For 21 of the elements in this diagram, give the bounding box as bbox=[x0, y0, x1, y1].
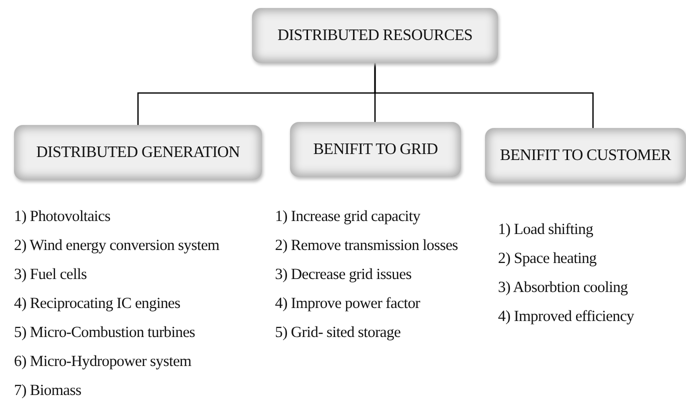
list-item: 1) Load shifting bbox=[498, 220, 594, 240]
list-item: 6) Micro-Hydropower system bbox=[14, 352, 192, 372]
list-item: 1) Photovoltaics bbox=[14, 207, 112, 227]
list-item: 4) Improve power factor bbox=[275, 294, 422, 314]
connector-line bbox=[374, 63, 594, 128]
list-item: 2) Remove transmission losses bbox=[275, 236, 458, 256]
list-item: 2) Wind energy conversion system bbox=[14, 236, 220, 256]
rounded-box: BENIFIT TO GRID bbox=[290, 122, 461, 177]
rounded-box: DISTRIBUTED GENERATION bbox=[14, 125, 262, 180]
list-item: 4) Reciprocating IC engines bbox=[14, 294, 182, 314]
list-item: 7) Biomass bbox=[14, 381, 82, 401]
list-item: 4) Improved efficiency bbox=[498, 307, 634, 327]
list-item: 1) Increase grid capacity bbox=[275, 207, 422, 227]
list-item: 3) Fuel cells bbox=[14, 265, 88, 285]
list-item: 3) Decrease grid issues bbox=[275, 265, 412, 285]
rounded-box: DISTRIBUTED RESOURCES bbox=[252, 8, 498, 63]
list-item: 5) Grid- sited storage bbox=[275, 323, 402, 343]
rounded-box: BENIFIT TO CUSTOMER bbox=[485, 128, 686, 183]
list-item: 3) Absorbtion cooling bbox=[498, 278, 629, 298]
list-item: 2) Space heating bbox=[498, 249, 598, 269]
list-item: 5) Micro-Combustion turbines bbox=[14, 323, 196, 343]
